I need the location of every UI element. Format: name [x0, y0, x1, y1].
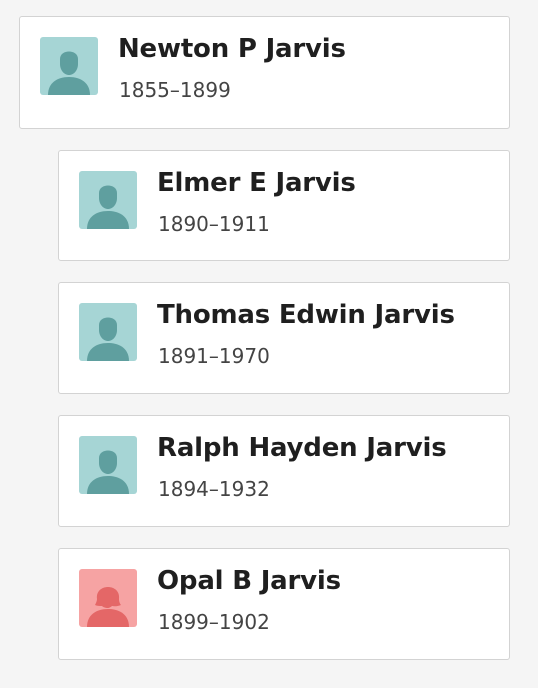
person-dates: 1891–1970: [158, 344, 270, 368]
person-card-parent[interactable]: Newton P Jarvis 1855–1899: [19, 16, 510, 129]
male-silhouette-icon: [79, 436, 137, 494]
person-card-child[interactable]: Opal B Jarvis 1899–1902: [58, 548, 510, 660]
person-name: Opal B Jarvis: [157, 566, 341, 596]
person-name: Ralph Hayden Jarvis: [157, 433, 447, 463]
male-silhouette-icon: [79, 171, 137, 229]
person-name: Thomas Edwin Jarvis: [157, 300, 455, 330]
male-silhouette-icon: [40, 37, 98, 95]
person-dates: 1890–1911: [158, 212, 270, 236]
person-card-child[interactable]: Thomas Edwin Jarvis 1891–1970: [58, 282, 510, 394]
person-dates: 1894–1932: [158, 477, 270, 501]
person-dates: 1899–1902: [158, 610, 270, 634]
person-card-child[interactable]: Elmer E Jarvis 1890–1911: [58, 150, 510, 261]
person-dates: 1855–1899: [119, 78, 231, 102]
person-card-child[interactable]: Ralph Hayden Jarvis 1894–1932: [58, 415, 510, 527]
person-name: Newton P Jarvis: [118, 34, 346, 64]
male-silhouette-icon: [79, 303, 137, 361]
person-name: Elmer E Jarvis: [157, 168, 356, 198]
female-silhouette-icon: [79, 569, 137, 627]
